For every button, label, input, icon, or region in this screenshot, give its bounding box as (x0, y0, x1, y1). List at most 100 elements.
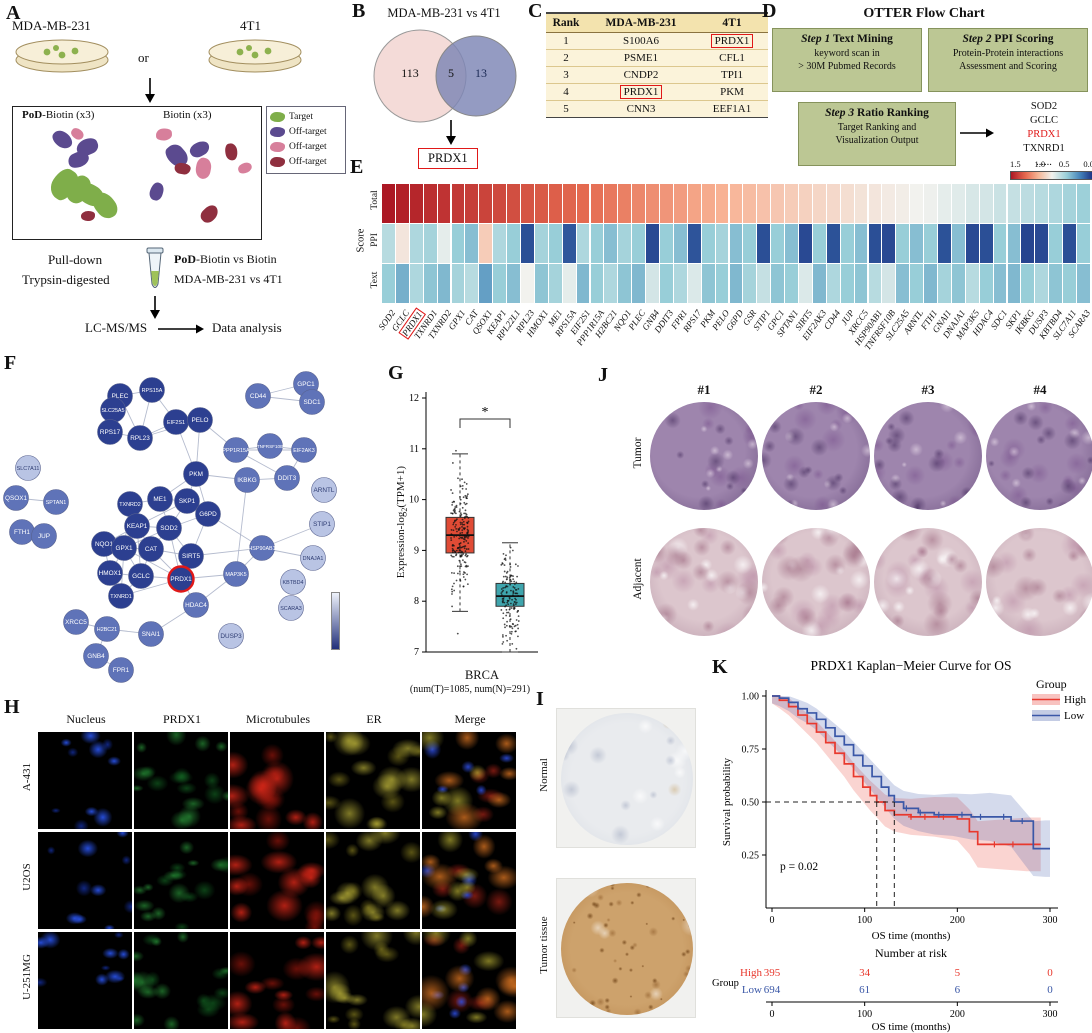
heatmap-cell (840, 224, 855, 264)
network-node-label: RPS15A (142, 388, 163, 394)
heatmap-cell (757, 264, 772, 304)
risk-value: 395 (764, 967, 781, 979)
heatmap-cell (479, 224, 494, 264)
ihc-image-normal (556, 708, 696, 848)
step1-line2: > 30M Pubmed Records (798, 60, 896, 72)
tube-icon (146, 247, 164, 288)
heatmap-cell (409, 264, 424, 304)
heatmap-cell (979, 264, 994, 304)
if-image-cell (230, 932, 324, 1029)
heatmap-row-label-text: Text (370, 271, 380, 289)
network-node-H2BC21: H2BC21 (94, 616, 120, 642)
colorbar-tick: 0.0 (1083, 159, 1092, 169)
heatmap-cell (687, 184, 702, 224)
biotin-blobs (144, 128, 256, 232)
network-node-PELO: PELO (187, 407, 213, 433)
network-node-label: XRCC5 (65, 619, 87, 626)
heatmap-cell (854, 184, 869, 224)
table-cell-value: 4 (563, 86, 569, 98)
table-cell-value: CNN3 (626, 103, 656, 115)
legend-item-label: Target (289, 111, 313, 122)
down-arrow-icon (446, 120, 456, 145)
heatmap-cell (382, 224, 396, 264)
heatmap-gene-label: KEAP1 (484, 308, 509, 336)
svg-text:300: 300 (1043, 1009, 1058, 1020)
heatmap-cell (965, 224, 980, 264)
panel-label-j: J (598, 364, 608, 386)
heatmap-axis-label: Score (355, 228, 367, 253)
network-node-label: STIP1 (313, 521, 331, 528)
heatmap-cell (1077, 264, 1091, 304)
flow-step-3: Step 3 Ratio Ranking Target Ranking and … (798, 102, 956, 166)
heatmap-cell (451, 264, 466, 304)
network-node-CAT: CAT (138, 536, 164, 562)
network-node-label: IKBKG (237, 477, 257, 484)
heatmap-cell (896, 184, 911, 224)
if-image-cell (422, 732, 516, 829)
heatmap-cell (479, 264, 494, 304)
network-node-label: SLC25A5 (101, 408, 124, 414)
heatmap-cell (826, 184, 841, 224)
network-node-GNB4: GNB4 (83, 643, 109, 669)
venn-left-count: 113 (401, 66, 419, 80)
table-cell: EEF1A1 (696, 100, 768, 118)
network-node-EIF2AK3: EIF2AK3 (291, 437, 317, 463)
venn-diagram (373, 29, 517, 123)
heatmap-cell (868, 264, 883, 304)
heatmap-cell (826, 224, 841, 264)
network-node-HMOX1: HMOX1 (97, 560, 123, 586)
svg-text:0: 0 (770, 1009, 775, 1020)
svg-text:8: 8 (414, 596, 419, 607)
network-node-SOD2: SOD2 (156, 515, 182, 541)
heatmap-cell (507, 224, 521, 264)
svg-text:9: 9 (414, 545, 419, 556)
table-cell: 1 (546, 32, 586, 50)
network-node-label: PKM (189, 471, 203, 478)
colorbar-tick: 1.5 (1010, 159, 1021, 169)
panel-label-h: H (4, 696, 20, 718)
heatmap-cell (785, 264, 799, 304)
panel-i: I Normal Tumor tissue (530, 686, 710, 1033)
network-node-label: KEAP1 (127, 523, 148, 530)
step3-line1: Target Ranking and (837, 121, 917, 133)
heatmap-cell (1007, 264, 1022, 304)
heatmap-cell (951, 264, 966, 304)
network-node-label: RPS17 (100, 429, 121, 436)
heatmap-cell (548, 184, 563, 224)
protein-blob (223, 143, 239, 162)
network-node-RPS15A: RPS15A (139, 377, 165, 403)
heatmap-cell (812, 184, 827, 224)
blob-box (12, 106, 262, 240)
tissue-core-tumor-3 (874, 402, 982, 510)
km-legend-label: High (1064, 694, 1087, 706)
panel-label-k: K (712, 656, 728, 678)
panel-label-b: B (352, 0, 366, 22)
heatmap-cell (1077, 224, 1091, 264)
heatmap-gene-label: TXNRD1 (411, 308, 439, 341)
network-node-label: ME1 (153, 496, 167, 503)
network-node-FPR1: FPR1 (108, 657, 134, 683)
heatmap-cell (882, 184, 897, 224)
heatmap-cell (868, 184, 883, 224)
colorbar-tick: 0.5 (1058, 159, 1070, 169)
heatmap-cell (1063, 184, 1077, 224)
legend-blob-icon (270, 141, 285, 152)
col-header-mda: MDA-MB-231 (586, 12, 696, 33)
heatmap-cell (660, 184, 674, 224)
heatmap-cell (1049, 264, 1064, 304)
heatmap-cell (896, 264, 911, 304)
table-cell-value: TPI1 (721, 69, 743, 81)
heatmap-cell (562, 264, 577, 304)
heatmap-cell (673, 184, 688, 224)
network-node-SCARA3: SCARA3 (278, 595, 304, 621)
table-cell: TPI1 (696, 66, 768, 84)
network-node-label: QSOX1 (5, 495, 27, 502)
heatmap-cell (1021, 184, 1036, 224)
network-node-PPP1R15A: PPP1R15A (222, 437, 250, 463)
if-image-cell (38, 832, 132, 929)
heatmap-cell (938, 184, 952, 224)
heatmap-cell (590, 224, 605, 264)
heatmap-cell (910, 264, 925, 304)
